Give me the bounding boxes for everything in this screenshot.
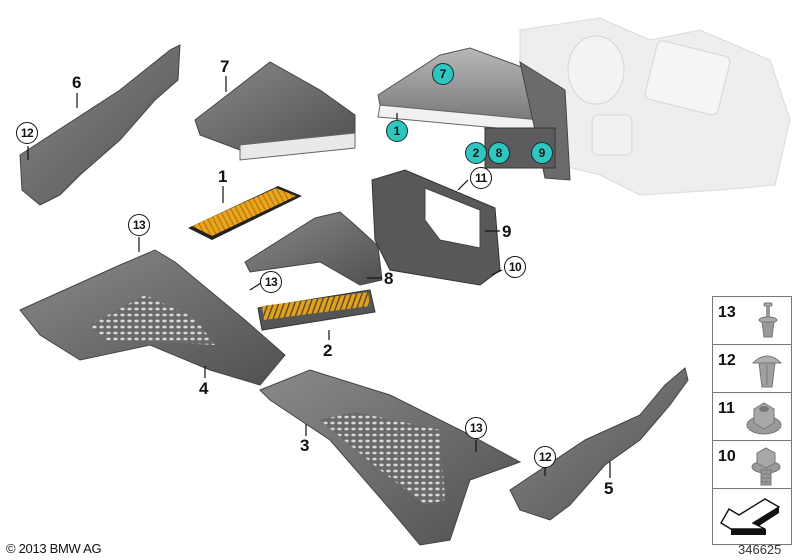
legend-number: 12 — [718, 352, 736, 369]
document-number: 346625 — [738, 542, 782, 557]
part-label-7: 7 — [220, 57, 230, 76]
part-label-9: 9 — [502, 222, 512, 241]
part-5-bracket — [509, 367, 689, 521]
assembly-callout-1: 1 — [386, 120, 408, 142]
legend-item-10: 10 — [713, 441, 791, 489]
part-7-cover — [194, 61, 356, 161]
legend-number: 13 — [718, 304, 736, 321]
direction-arrow-icon — [720, 498, 781, 535]
callout-13-panel3: 13 — [465, 417, 487, 439]
part-3-panel — [259, 369, 522, 546]
part-2-filter — [257, 289, 376, 331]
hex-bolt-flange-icon — [751, 447, 781, 486]
part-label-3: 3 — [300, 436, 310, 455]
part-1-filter — [188, 186, 302, 240]
part-4-panel — [19, 249, 286, 386]
legend-item-11: 11 — [713, 393, 791, 441]
part-label-2: 2 — [323, 341, 333, 360]
part-label-1: 1 — [218, 167, 228, 186]
legend-item-direction — [713, 489, 791, 544]
assembly-callout-9: 9 — [531, 142, 553, 164]
callout-13-panel4: 13 — [128, 214, 150, 236]
legend-item-12: 12 — [713, 345, 791, 393]
callout-12-left: 12 — [16, 122, 38, 144]
part-9-frame — [371, 169, 501, 286]
part-6-duct — [19, 44, 181, 206]
callout-10: 10 — [504, 256, 526, 278]
callout-13-bracket8: 13 — [260, 271, 282, 293]
assembly-callout-2: 2 — [465, 142, 487, 164]
hvac-unit — [519, 17, 791, 196]
fastener-legend: 13 12 11 10 — [712, 296, 792, 545]
expanding-rivet-icon — [758, 302, 778, 338]
hex-nut-flange-icon — [746, 402, 782, 435]
push-clip-icon — [751, 355, 783, 388]
copyright-notice: © 2013 BMW AG — [6, 541, 102, 556]
assembly-callout-8: 8 — [488, 142, 510, 164]
part-label-8: 8 — [384, 269, 394, 288]
callout-12-right: 12 — [534, 446, 556, 468]
part-8-bracket — [244, 211, 383, 286]
legend-number: 11 — [718, 400, 735, 417]
legend-item-13: 13 — [713, 297, 791, 345]
legend-number: 10 — [718, 448, 736, 465]
leader-lines — [27, 76, 611, 478]
callout-11: 11 — [470, 167, 492, 189]
part-label-6: 6 — [72, 73, 82, 92]
part-label-5: 5 — [604, 479, 614, 498]
assembly-callout-7: 7 — [432, 63, 454, 85]
part-label-4: 4 — [199, 379, 209, 398]
assembled-housing — [377, 47, 571, 181]
